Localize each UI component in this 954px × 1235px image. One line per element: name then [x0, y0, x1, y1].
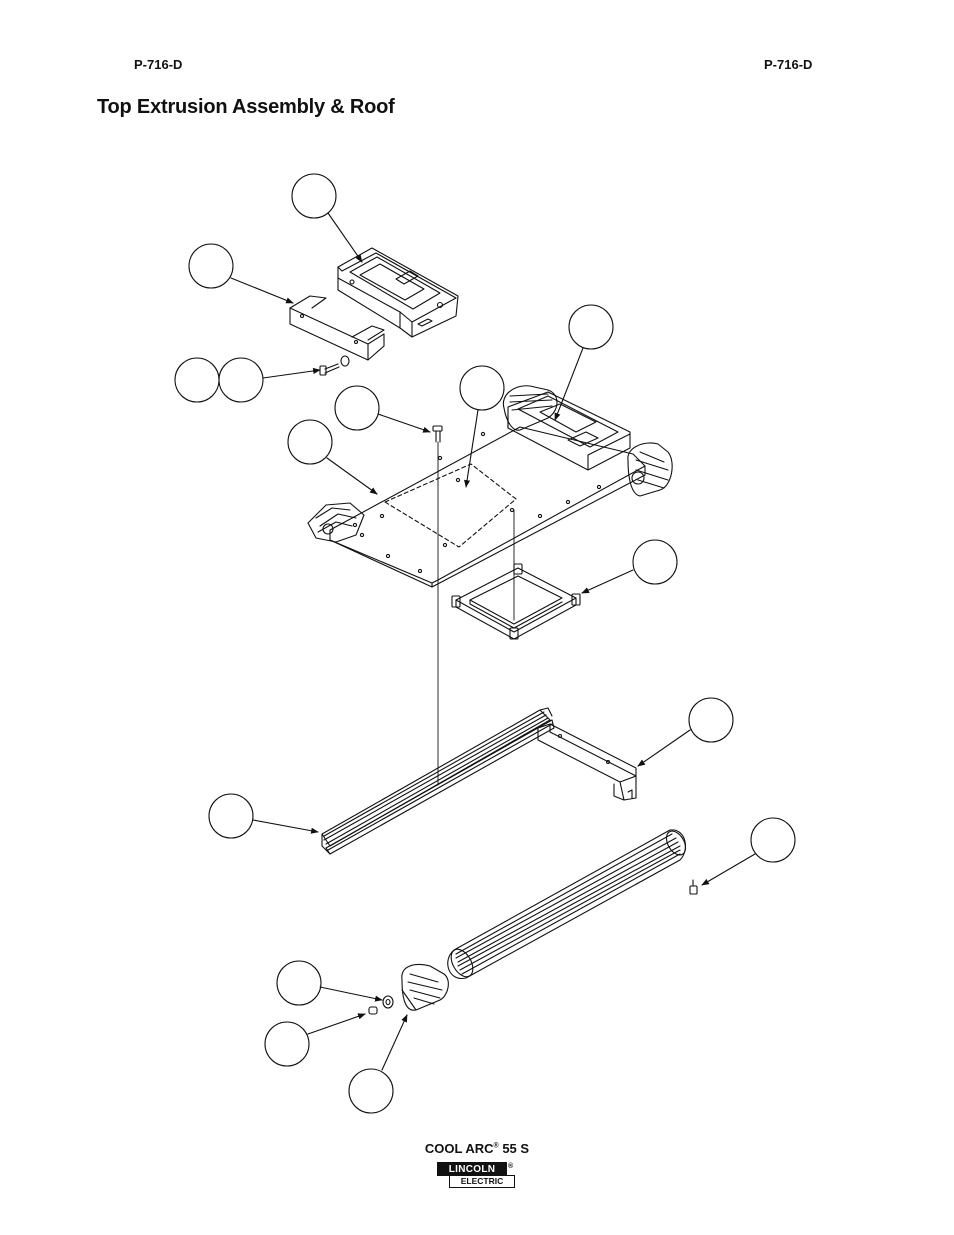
hinge-tray-part: [502, 385, 673, 497]
callout-circle: [459, 365, 505, 411]
lincoln-electric-logo: LINCOLN ® ELECTRIC: [437, 1162, 515, 1190]
leader-lines: [230, 212, 756, 1071]
round-extrusion-part: [447, 829, 687, 979]
callout-circle: [276, 960, 322, 1006]
callout-circle: [218, 357, 264, 403]
top-extrusion-part: [321, 707, 555, 855]
code-left: P-716-D: [134, 57, 183, 72]
leader-line: [230, 277, 294, 304]
leader-line: [262, 367, 321, 379]
small-screw-part: [689, 879, 698, 895]
callout-circle: [348, 1068, 394, 1114]
leader-line: [319, 986, 383, 1002]
bracket-tray-part: [337, 247, 459, 338]
logo-registered-mark: ®: [508, 1163, 514, 1170]
leader-line: [464, 409, 479, 488]
washer-part: [382, 995, 394, 1009]
end-cap-part: [401, 963, 449, 1011]
registered-mark: ®: [493, 1142, 499, 1150]
leader-line: [554, 347, 584, 421]
callout-circle: [291, 173, 337, 219]
logo-bottom-text: ELECTRIC: [449, 1175, 515, 1188]
logo-top-text: LINCOLN: [437, 1162, 507, 1176]
callout-circle: [632, 539, 678, 585]
screen-frame-part: [451, 563, 581, 640]
callout-circle: [174, 357, 220, 403]
leader-line: [327, 212, 363, 263]
screw-washer-part: [319, 355, 350, 376]
callout-circle: [208, 793, 254, 839]
leader-line: [701, 853, 756, 886]
left-hinge-part: [307, 502, 365, 543]
footer-product-name: COOL ARC® 55 S: [0, 1141, 954, 1156]
leader-line: [377, 413, 431, 433]
product-name: COOL ARC: [424, 1141, 494, 1156]
leader-line: [252, 819, 319, 834]
callout-circle: [334, 385, 380, 431]
callout-circle: [188, 243, 234, 289]
leader-line: [307, 1013, 366, 1035]
leader-line: [381, 1014, 408, 1071]
leader-line: [326, 457, 378, 495]
callout-circle: [264, 1021, 310, 1067]
product-model: 55 S: [498, 1141, 530, 1156]
leader-line: [581, 569, 634, 594]
roof-panel-part: [329, 426, 646, 588]
angle-bracket-part: [289, 295, 385, 361]
support-arm-part: [537, 723, 637, 801]
callout-circle: [287, 419, 333, 465]
leader-line: [637, 729, 691, 767]
callout-circle: [568, 304, 614, 350]
callout-circle: [750, 817, 796, 863]
page-title: Top Extrusion Assembly & Roof: [97, 96, 395, 118]
code-right: P-716-D: [764, 57, 813, 72]
alignment-lines: [437, 441, 515, 786]
small-bolt-part: [432, 425, 443, 443]
callout-circles: [174, 173, 796, 1114]
cap-screw-part: [368, 1006, 378, 1015]
callout-circle: [688, 697, 734, 743]
